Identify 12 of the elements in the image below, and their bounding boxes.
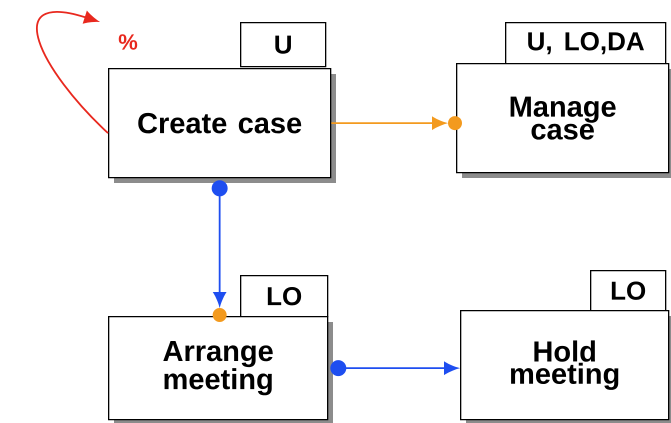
- arrow: [330, 360, 458, 376]
- tag-box: LO: [240, 275, 328, 318]
- tag-box: U, LO,DA: [505, 22, 666, 64]
- process-box: Manage case: [456, 63, 671, 178]
- tag-box: LO: [590, 270, 666, 312]
- arrow: [36, 11, 109, 134]
- arrow: [331, 116, 462, 130]
- edge-label: %: [118, 34, 138, 50]
- process-box: Arrange meeting: [108, 316, 333, 423]
- process-box: Create case: [108, 68, 336, 183]
- arrow: [212, 180, 228, 322]
- tag-box: U: [240, 22, 326, 68]
